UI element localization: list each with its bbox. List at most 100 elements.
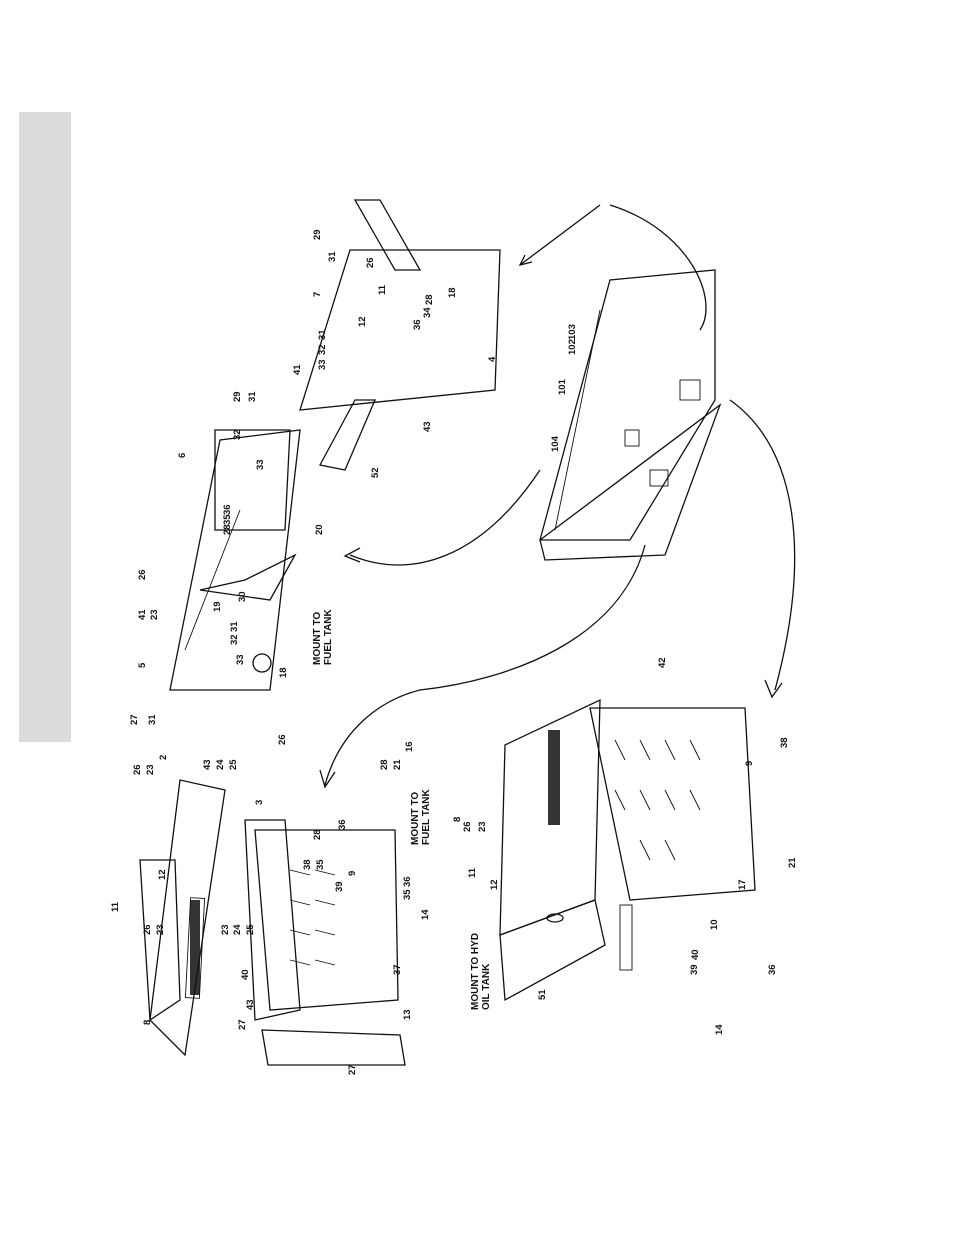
note-mount-to-hyd-oil-tank: MOUNT TO HYD OIL TANK bbox=[470, 930, 492, 1010]
top-cover-plate-left bbox=[139, 779, 226, 1057]
callout-26e: 26 bbox=[365, 257, 376, 268]
callout-26a: 26 bbox=[132, 764, 143, 775]
callout-32b: 32 bbox=[229, 634, 240, 645]
callout-14b: 14 bbox=[714, 1024, 725, 1035]
callout-39a: 39 bbox=[334, 881, 345, 892]
callout-101: 101 bbox=[557, 378, 568, 395]
callout-36b: 36 bbox=[402, 876, 413, 887]
note-mount-to-fuel-tank-1: MOUNT TO FUEL TANK bbox=[312, 608, 334, 665]
side-panel-assembly-center bbox=[169, 429, 301, 691]
callout-25a: 25 bbox=[228, 759, 239, 770]
access-door-left bbox=[244, 819, 406, 1066]
callout-36e: 36 bbox=[767, 964, 778, 975]
callout-36a: 36 bbox=[337, 819, 348, 830]
callout-32a: 32 bbox=[232, 429, 243, 440]
callout-36d: 36 bbox=[412, 319, 423, 330]
callout-6: 6 bbox=[177, 453, 188, 458]
louver-grille-lower bbox=[548, 730, 560, 825]
callout-26c: 26 bbox=[137, 569, 148, 580]
callout-32c: 32 bbox=[317, 344, 328, 355]
callout-31d: 31 bbox=[327, 251, 338, 262]
side-panel-upper-right bbox=[299, 199, 501, 471]
callout-40b: 40 bbox=[690, 949, 701, 960]
callout-31c: 31 bbox=[229, 621, 240, 632]
callout-35b: 35 bbox=[402, 889, 413, 900]
callout-34: 34 bbox=[422, 307, 433, 318]
callout-23b: 23 bbox=[155, 924, 166, 935]
callout-26f: 26 bbox=[462, 821, 473, 832]
callout-3: 3 bbox=[254, 800, 265, 805]
callout-102: 102 bbox=[567, 339, 578, 355]
callout-104: 104 bbox=[550, 435, 561, 452]
callout-18a: 18 bbox=[278, 667, 289, 678]
callout-43a: 43 bbox=[202, 759, 213, 770]
callout-41b: 41 bbox=[292, 364, 303, 375]
callout-12a: 12 bbox=[157, 869, 168, 880]
side-margin-bar bbox=[19, 112, 71, 742]
callout-25b: 25 bbox=[245, 924, 256, 935]
callout-27b: 27 bbox=[347, 1064, 358, 1075]
callout-24a: 24 bbox=[215, 759, 226, 770]
callout-42: 42 bbox=[657, 657, 668, 668]
callout-17: 17 bbox=[737, 879, 748, 890]
callout-38a: 38 bbox=[302, 859, 313, 870]
callout-23d: 23 bbox=[149, 609, 160, 620]
callout-28d: 28 bbox=[424, 294, 435, 305]
callout-11a: 11 bbox=[110, 901, 121, 912]
callout-28b: 28 bbox=[379, 759, 390, 770]
callout-24b: 24 bbox=[232, 924, 243, 935]
callout-19: 19 bbox=[212, 601, 223, 612]
callout-27a: 27 bbox=[237, 1019, 248, 1030]
callout-43b: 43 bbox=[245, 999, 256, 1010]
callout-9b: 9 bbox=[744, 761, 755, 766]
callout-51: 51 bbox=[537, 989, 548, 1000]
callout-26d: 26 bbox=[277, 734, 288, 745]
callout-37a: 37 bbox=[392, 964, 403, 975]
callout-16a: 16 bbox=[404, 741, 415, 752]
callout-4: 4 bbox=[487, 356, 498, 362]
callout-5: 5 bbox=[137, 662, 148, 668]
callout-23c: 23 bbox=[220, 924, 231, 935]
callout-2: 2 bbox=[158, 755, 169, 760]
callout-41a: 41 bbox=[137, 609, 148, 620]
callout-8b: 8 bbox=[452, 817, 463, 822]
louver-grille-left bbox=[190, 900, 200, 995]
callout-36c: 36 bbox=[222, 504, 233, 515]
exploded-view-arrows bbox=[319, 204, 796, 789]
main-frame-assembly bbox=[539, 269, 722, 561]
callout-13: 13 bbox=[402, 1009, 413, 1020]
callout-21a: 21 bbox=[392, 759, 403, 770]
callout-35c: 35 bbox=[222, 514, 233, 525]
callout-14a: 14 bbox=[420, 909, 431, 920]
callout-31a: 31 bbox=[147, 714, 158, 725]
callout-39b: 39 bbox=[689, 964, 700, 975]
callout-23a: 23 bbox=[145, 764, 156, 775]
callout-33b: 33 bbox=[235, 654, 246, 665]
callout-35a: 35 bbox=[315, 859, 326, 870]
callout-33a: 33 bbox=[255, 459, 266, 470]
callout-11c: 11 bbox=[467, 867, 478, 878]
callout-12b: 12 bbox=[357, 316, 368, 327]
callout-38b: 38 bbox=[779, 737, 790, 748]
callout-26b: 26 bbox=[142, 924, 153, 935]
mount-notes: MOUNT TO FUEL TANK MOUNT TO FUEL TANK MO… bbox=[312, 608, 492, 1010]
callout-20: 20 bbox=[314, 524, 325, 535]
callout-29a: 29 bbox=[232, 391, 243, 402]
callout-23e: 23 bbox=[477, 821, 488, 832]
callout-52: 52 bbox=[370, 467, 381, 478]
callout-10: 10 bbox=[709, 919, 720, 930]
callout-103: 103 bbox=[567, 324, 578, 340]
callout-28a: 28 bbox=[312, 829, 323, 840]
access-door-lower bbox=[589, 707, 756, 971]
callout-40a: 40 bbox=[240, 969, 251, 980]
callout-30: 30 bbox=[237, 591, 248, 602]
callout-31b: 31 bbox=[247, 391, 258, 402]
callout-31e: 31 bbox=[317, 329, 328, 340]
callout-9a: 9 bbox=[347, 871, 358, 876]
callout-21b: 21 bbox=[787, 857, 798, 868]
callout-28c: 28 bbox=[222, 524, 233, 535]
callout-29b: 29 bbox=[312, 229, 323, 240]
